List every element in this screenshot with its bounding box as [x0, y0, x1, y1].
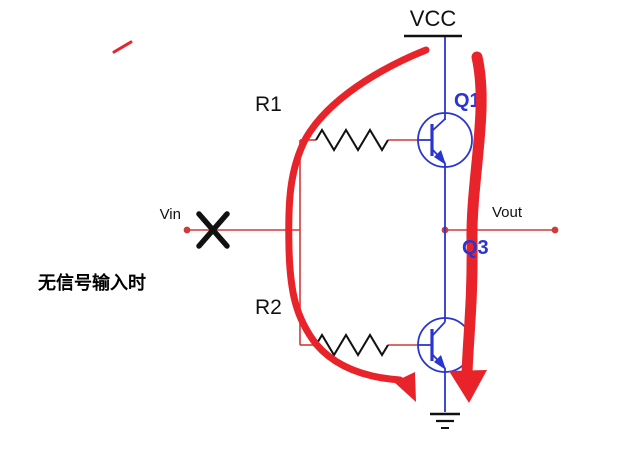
q-bottom-upper-lead [431, 321, 446, 337]
annotation-right-arrowhead [449, 370, 487, 403]
vin-node-dot [183, 226, 191, 234]
resistor-r1-symbol [315, 128, 389, 152]
transistor-arrows [434, 150, 446, 370]
q-top-collector-lead [431, 118, 446, 132]
q-top-emitter-arrow [434, 150, 446, 165]
no-signal-annotation-label: 无信号输入时 [38, 272, 146, 293]
resistor-group [315, 128, 389, 357]
annotation-left-arrowhead [394, 372, 416, 402]
annotation-right-stroke [461, 51, 487, 380]
wire-group [187, 139, 555, 346]
resistor-r2-symbol [315, 333, 389, 357]
vout-label: Vout [492, 204, 523, 221]
x-mark [196, 211, 230, 249]
vin-label: Vin [160, 206, 181, 223]
vout-node-dot [551, 226, 559, 234]
x-mark-stroke-2 [196, 211, 230, 249]
annotation-arrowheads [394, 370, 487, 403]
q-bottom-emitter-arrow [434, 355, 446, 370]
r2-label: R2 [255, 296, 282, 319]
vcc-label: VCC [410, 6, 457, 31]
q-mid-label: Q3 [462, 237, 489, 259]
power-symbols [404, 34, 462, 429]
transistor-group [417, 36, 473, 412]
q-top-label: Q1 [454, 90, 481, 112]
r1-label: R1 [255, 93, 282, 116]
annotation-tick [112, 40, 133, 54]
annotation-group [112, 40, 487, 384]
annotation-left-stroke [285, 46, 430, 384]
